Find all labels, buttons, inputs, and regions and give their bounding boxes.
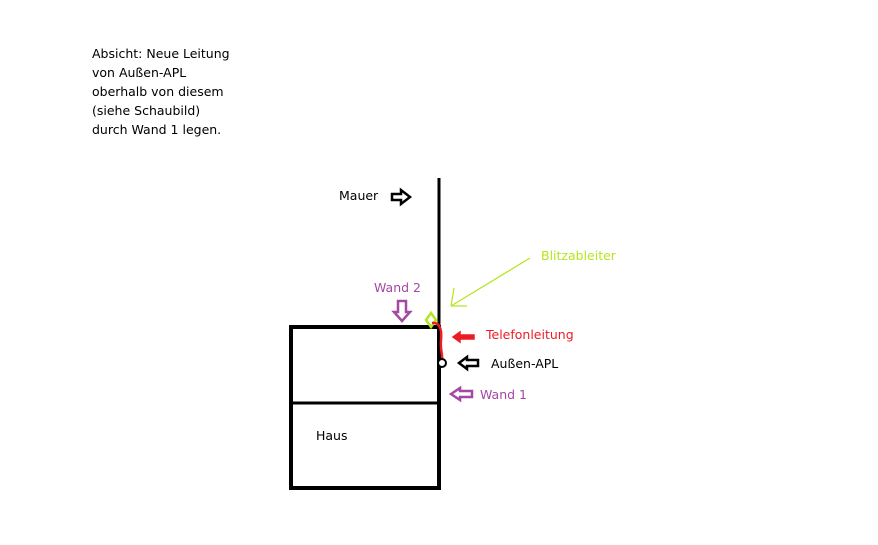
mauer-label: Mauer bbox=[339, 188, 379, 203]
telefonleitung-label: Telefonleitung bbox=[485, 327, 574, 342]
note-line: von Außen-APL bbox=[92, 65, 186, 80]
note-line: (siehe Schaubild) bbox=[92, 103, 200, 118]
wand2-arrow-icon bbox=[391, 299, 413, 323]
note-line: durch Wand 1 legen. bbox=[92, 122, 221, 137]
telefonleitung-arrow-icon bbox=[451, 330, 475, 344]
apl-arrow-icon bbox=[456, 354, 480, 372]
mauer-arrow-icon bbox=[390, 187, 413, 207]
note-line: oberhalb von diesem bbox=[92, 84, 224, 99]
house-outline bbox=[289, 325, 441, 490]
wand1-arrow-icon bbox=[448, 385, 474, 403]
haus-label: Haus bbox=[316, 428, 348, 443]
wand2-label: Wand 2 bbox=[374, 280, 421, 295]
phone-line bbox=[431, 321, 444, 362]
aussen-apl-label: Außen-APL bbox=[491, 356, 558, 371]
note-line: Absicht: Neue Leitung bbox=[92, 46, 230, 61]
wand1-label: Wand 1 bbox=[480, 387, 527, 402]
blitzableiter-arrow-icon bbox=[450, 257, 531, 307]
lightning-rod-icon bbox=[424, 310, 438, 330]
apl-icon bbox=[437, 358, 447, 368]
intent-note: Absicht: Neue Leitung von Außen-APL ober… bbox=[92, 46, 230, 137]
blitzableiter-label: Blitzableiter bbox=[541, 248, 617, 263]
